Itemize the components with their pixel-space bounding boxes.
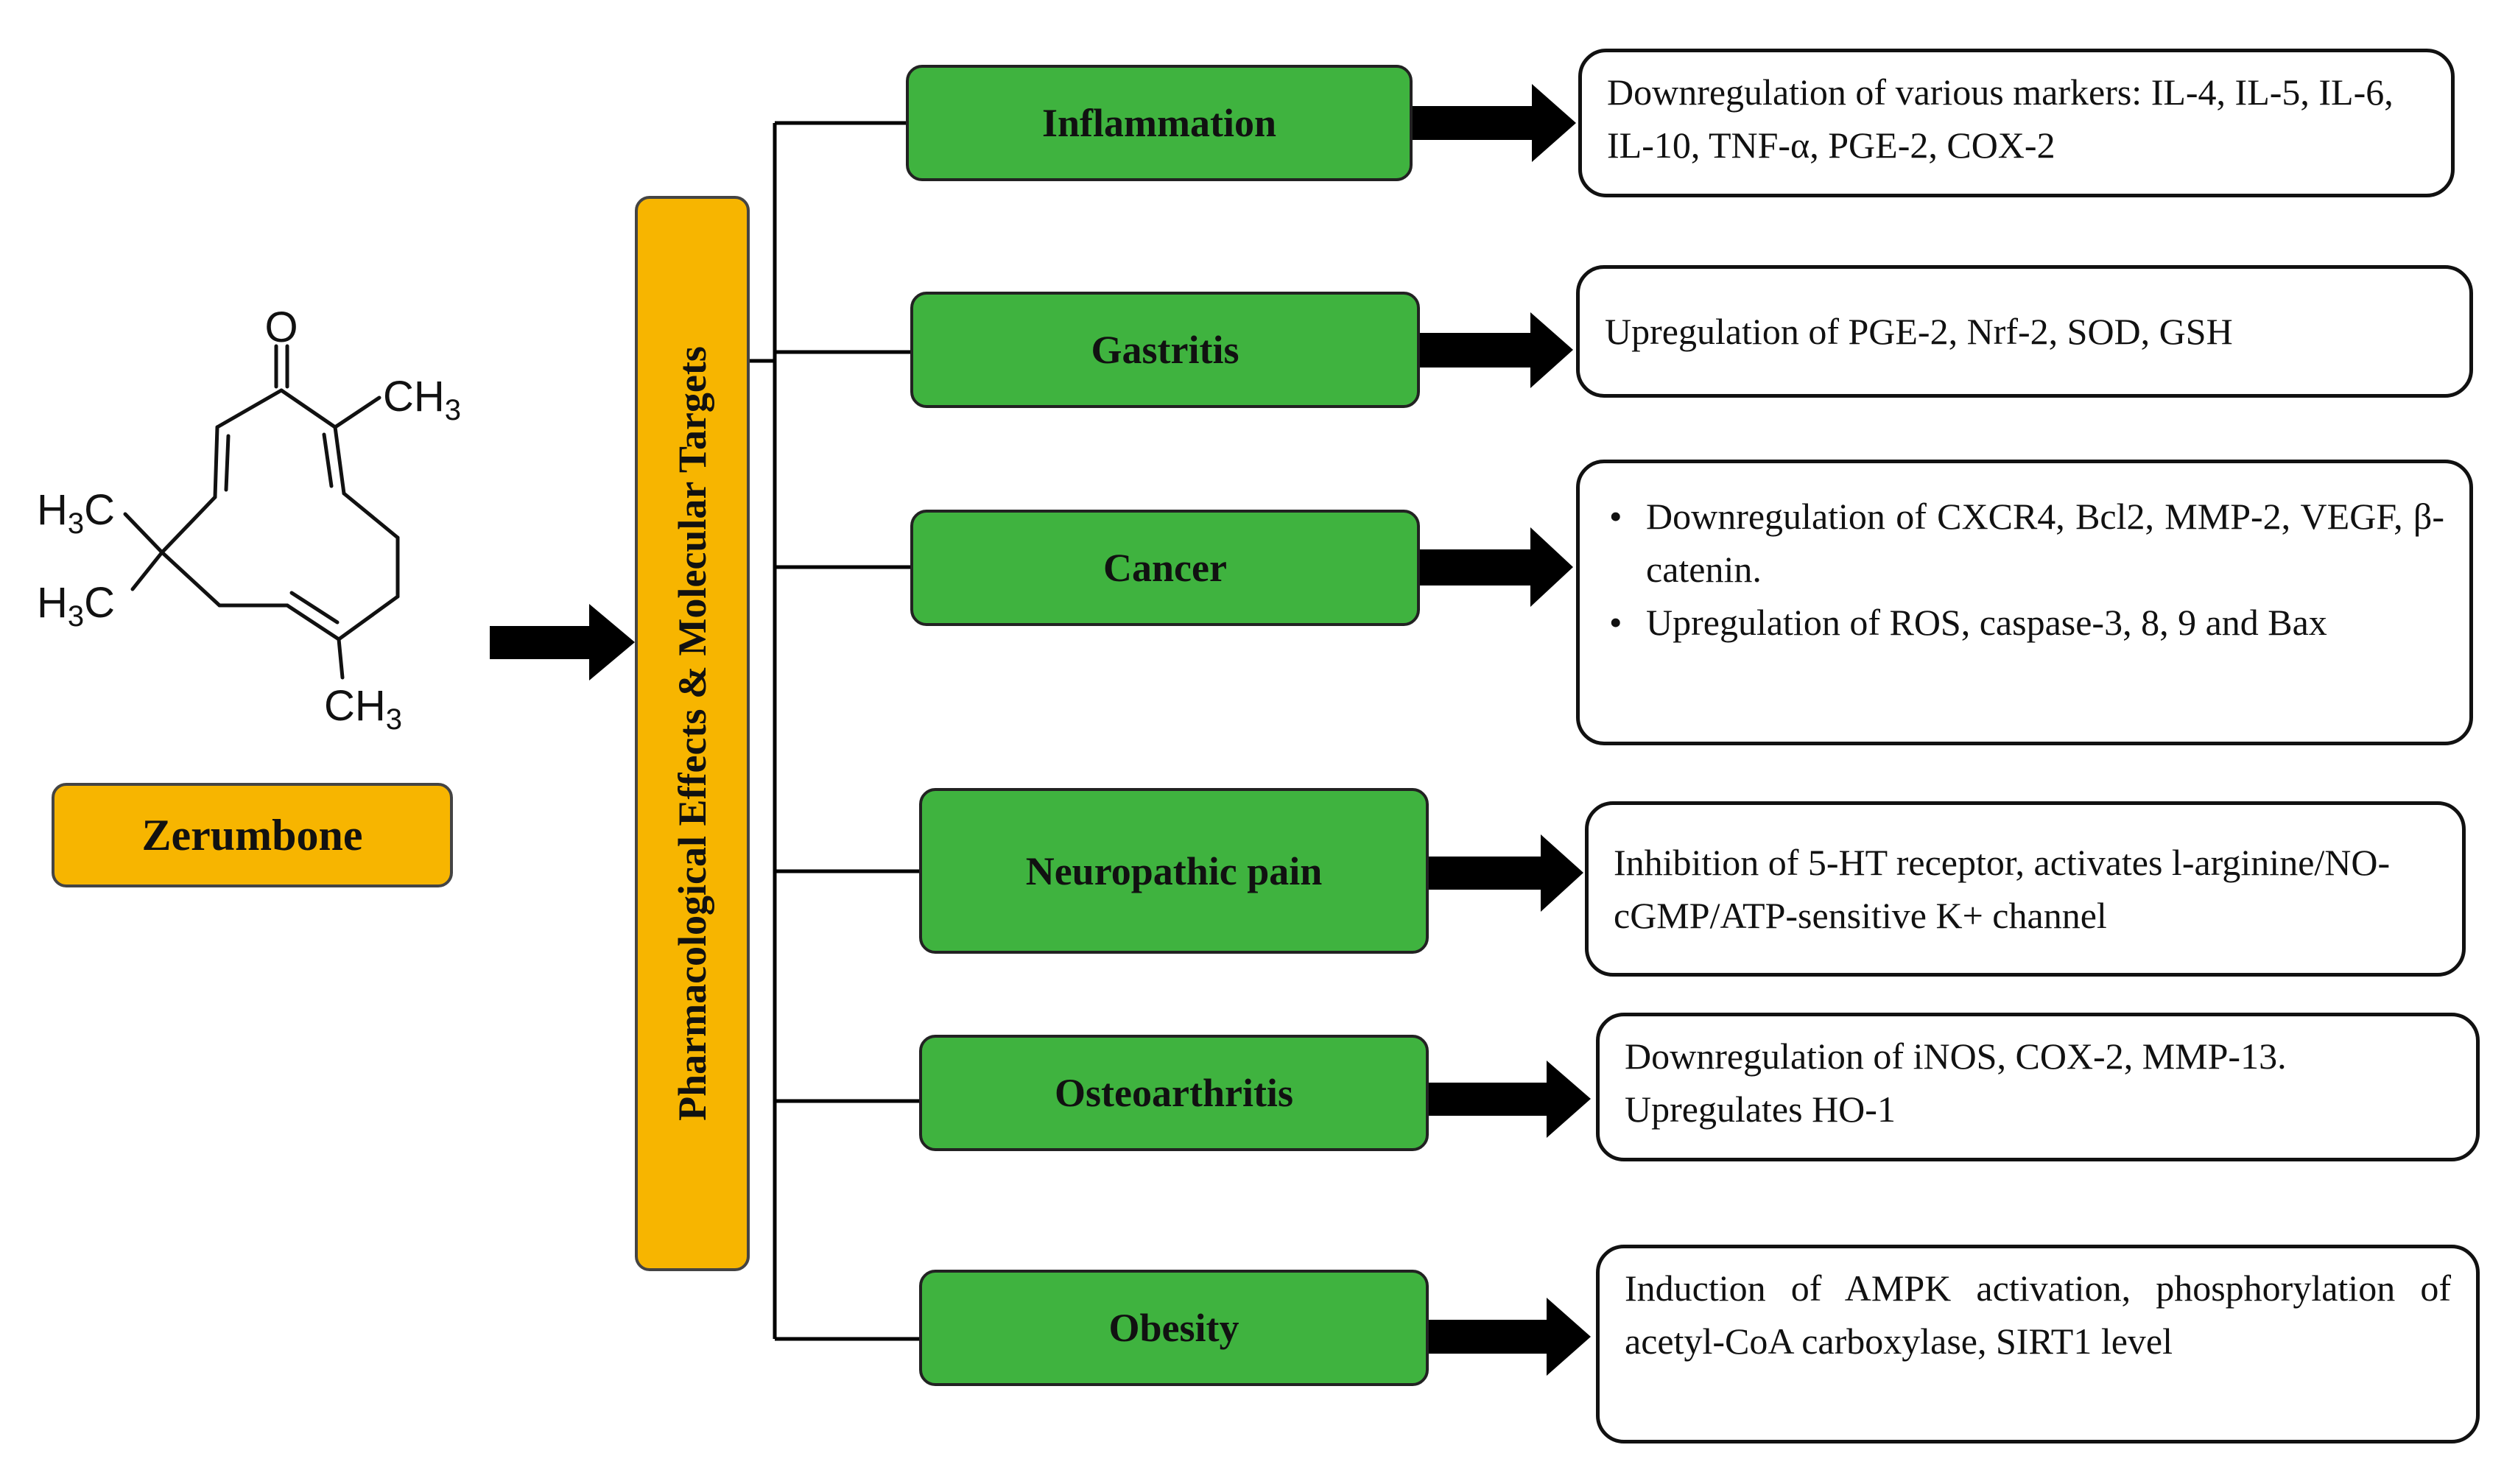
arrow-cancer: [1420, 527, 1573, 607]
description-cancer-list: Downregulation of CXCR4, Bcl2, MMP-2, VE…: [1605, 490, 2444, 649]
effect-neuropathic-pain: Neuropathic pain: [919, 788, 1429, 954]
effect-inflammation: Inflammation: [906, 65, 1413, 181]
central-label-box: Pharmacological Effects & Molecular Targ…: [635, 196, 750, 1271]
effect-gastritis-label: Gastritis: [1091, 328, 1239, 372]
description-cancer-bullet-1: Downregulation of CXCR4, Bcl2, MMP-2, VE…: [1605, 490, 2444, 596]
effect-cancer-label: Cancer: [1103, 546, 1227, 590]
central-label: Pharmacological Effects & Molecular Targ…: [670, 346, 714, 1121]
description-cancer: Downregulation of CXCR4, Bcl2, MMP-2, VE…: [1576, 460, 2473, 745]
effect-obesity-label: Obesity: [1108, 1306, 1239, 1350]
main-arrow: [490, 604, 635, 681]
effect-obesity: Obesity: [919, 1270, 1429, 1386]
arrow-neuropathic: [1429, 834, 1583, 912]
effect-gastritis: Gastritis: [910, 292, 1420, 408]
description-inflammation: Downregulation of various markers: IL-4,…: [1578, 49, 2455, 197]
zerumbone-structure: O CH3 CH3 H3C H3C: [37, 303, 461, 736]
description-obesity-text: Induction of AMPK activation, phosphoryl…: [1625, 1267, 2451, 1362]
atom-methyl-right: CH3: [383, 373, 461, 426]
effect-osteoarthritis: Osteoarthritis: [919, 1035, 1429, 1151]
arrow-gastritis: [1420, 312, 1573, 388]
description-cancer-bullet-2: Upregulation of ROS, caspase-3, 8, 9 and…: [1605, 596, 2444, 649]
description-gastritis-text: Upregulation of PGE-2, Nrf-2, SOD, GSH: [1605, 311, 2233, 352]
description-inflammation-text: Downregulation of various markers: IL-4,…: [1607, 71, 2394, 166]
atom-methyl-left-top: H3C: [37, 486, 115, 540]
description-obesity: Induction of AMPK activation, phosphoryl…: [1596, 1245, 2480, 1443]
zerumbone-name: Zerumbone: [141, 810, 363, 859]
zerumbone-label: Zerumbone: [52, 783, 453, 887]
description-osteoarthritis: Downregulation of iNOS, COX-2, MMP-13. U…: [1596, 1013, 2480, 1161]
effect-cancer: Cancer: [910, 510, 1420, 626]
description-neuropathic-pain-text: Inhibition of 5-HT receptor, activates l…: [1614, 842, 2391, 936]
effect-osteoarthritis-label: Osteoarthritis: [1055, 1071, 1293, 1115]
atom-methyl-bottom: CH3: [324, 682, 402, 736]
atom-methyl-left-bottom: H3C: [37, 579, 115, 633]
arrow-inflammation: [1413, 84, 1576, 162]
arrow-osteoarthritis: [1429, 1061, 1591, 1138]
effect-inflammation-label: Inflammation: [1041, 101, 1276, 145]
description-gastritis: Upregulation of PGE-2, Nrf-2, SOD, GSH: [1576, 265, 2473, 398]
arrow-obesity: [1429, 1298, 1591, 1376]
effect-neuropathic-pain-label: Neuropathic pain: [1025, 848, 1323, 893]
atom-oxygen: O: [264, 303, 298, 351]
description-neuropathic-pain: Inhibition of 5-HT receptor, activates l…: [1585, 801, 2466, 977]
description-osteoarthritis-text: Downregulation of iNOS, COX-2, MMP-13. U…: [1625, 1035, 2287, 1130]
